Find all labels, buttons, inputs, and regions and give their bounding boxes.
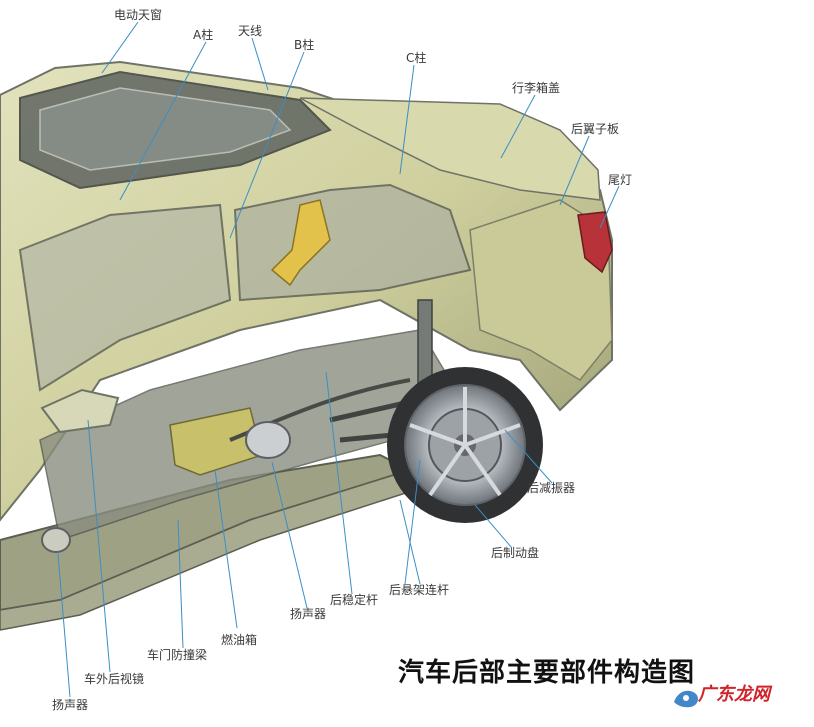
c-pillar-bracket xyxy=(270,199,331,287)
label-door-beam: 车门防撞梁 xyxy=(147,648,208,662)
side-mirror xyxy=(40,388,120,434)
label-rear-suspension-link: 后悬架连杆 xyxy=(389,583,450,597)
rear-fender xyxy=(469,199,613,381)
front-window xyxy=(18,203,232,392)
label-fuel-tank: 燃油箱 xyxy=(221,633,258,647)
front-speaker xyxy=(41,527,71,553)
fuel-tank xyxy=(169,407,263,476)
watermark-logo-icon xyxy=(674,690,698,708)
label-trunk-lid: 行李箱盖 xyxy=(512,81,561,95)
label-rear-brake-disc: 后制动盘 xyxy=(491,546,540,560)
label-c-pillar: C柱 xyxy=(406,51,427,65)
taillight xyxy=(577,211,613,274)
watermark-text: 广东龙网 xyxy=(698,684,770,705)
trunk-lid xyxy=(299,97,601,201)
label-taillight: 尾灯 xyxy=(608,173,633,187)
label-rear-fender: 后翼子板 xyxy=(571,122,620,136)
rear-speaker xyxy=(245,421,291,459)
leader-lines xyxy=(57,21,620,698)
diagram-caption: 汽车后部主要部件构造图 xyxy=(398,658,696,688)
label-antenna: 天线 xyxy=(238,24,263,38)
label-b-pillar: B柱 xyxy=(294,38,315,52)
wheel-spokes xyxy=(409,387,521,497)
label-a-pillar: A柱 xyxy=(193,28,214,42)
label-sunroof: 电动天窗 xyxy=(114,8,163,22)
label-speaker-front: 扬声器 xyxy=(52,698,89,712)
sunroof-glass xyxy=(39,87,292,171)
label-speaker-rear: 扬声器 xyxy=(290,607,327,621)
label-side-mirror: 车外后视镜 xyxy=(84,672,145,686)
label-rear-stabilizer-bar: 后稳定杆 xyxy=(330,593,379,607)
label-rear-shock: 后减振器 xyxy=(527,481,576,495)
